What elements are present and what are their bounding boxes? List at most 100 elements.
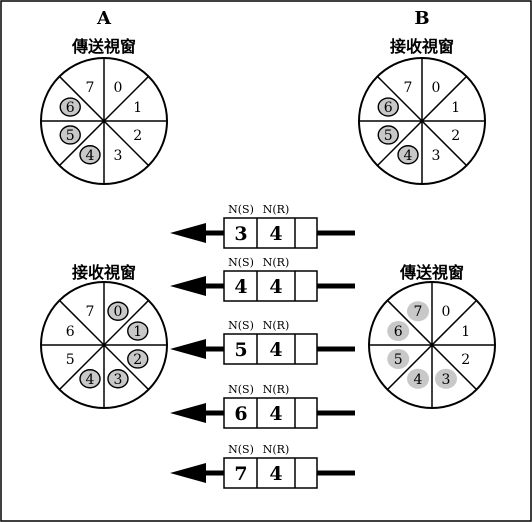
slot-number: 4: [86, 148, 95, 164]
slot-highlight: [79, 145, 101, 165]
slot-highlight: [107, 301, 129, 321]
window-b-recv: 接收視窗 01 23 45 67: [358, 37, 486, 185]
slot-number: 2: [451, 128, 460, 144]
slot-highlight: [387, 348, 410, 369]
slot-number: 2: [461, 352, 470, 368]
slot-highlight: [59, 125, 81, 145]
slot-highlight: [79, 369, 101, 389]
ns-label: N(S): [228, 203, 254, 216]
slot-number: 0: [114, 80, 123, 96]
window-title: 接收視窗: [390, 37, 454, 56]
arrow-left-icon: [170, 276, 206, 296]
arrow-left-icon: [170, 339, 206, 359]
ns-label: N(S): [228, 443, 254, 456]
slot-number: 3: [114, 148, 123, 164]
ns-value: 4: [234, 276, 247, 298]
nr-label: N(R): [263, 256, 290, 269]
frame-box: [223, 457, 318, 489]
arrow-left-icon: [170, 463, 206, 483]
wheel-divider: [386, 299, 478, 391]
slot-number: 1: [451, 100, 460, 116]
arrow-left-icon: [170, 223, 206, 243]
slot-number: 2: [133, 352, 142, 368]
arrow-left-icon: [170, 403, 206, 423]
slot-number: 1: [133, 324, 142, 340]
nr-label: N(R): [263, 319, 290, 332]
slot-highlight: [407, 301, 430, 322]
slot-highlight: [397, 145, 419, 165]
slot-number: 6: [66, 324, 75, 340]
ns-value: 3: [234, 223, 247, 245]
slot-number: 6: [66, 100, 75, 116]
wheel-divider: [376, 75, 468, 167]
station-a-label: A: [96, 8, 112, 29]
ns-value: 5: [234, 339, 247, 361]
slot-highlight: [407, 368, 430, 389]
wheel-divider: [58, 75, 150, 167]
nr-label: N(R): [263, 203, 290, 216]
slot-highlight: [434, 368, 457, 389]
nr-value: 4: [269, 276, 282, 298]
slot-number: 3: [114, 372, 123, 388]
slot-highlight: [387, 321, 410, 342]
slot-number: 5: [394, 352, 403, 368]
window-b-send: 傳送視窗 01 23 45 67: [368, 263, 496, 409]
nr-label: N(R): [263, 443, 290, 456]
slot-number: 3: [442, 372, 451, 388]
slot-number: 6: [394, 324, 403, 340]
slot-number: 5: [66, 128, 75, 144]
slot-highlight: [127, 321, 149, 341]
slot-number: 4: [414, 372, 423, 388]
slot-number: 4: [86, 372, 95, 388]
window-wheels: 傳送視窗01234567接收視窗01234567接收視窗01234567傳送視窗…: [40, 37, 496, 409]
window-a-send: 傳送視窗 01 23 45 67: [40, 37, 168, 185]
slot-highlight: [59, 97, 81, 117]
frame-box: [223, 270, 318, 302]
slot-highlight: [377, 125, 399, 145]
window-a-recv: 接收視窗 01 23 45 67: [40, 263, 168, 409]
slot-number: 0: [114, 304, 123, 320]
slot-number: 5: [66, 352, 75, 368]
window-title: 接收視窗: [72, 263, 136, 282]
slot-highlight: [127, 349, 149, 369]
slot-number: 4: [404, 148, 413, 164]
slot-highlight: [377, 97, 399, 117]
slot-number: 7: [404, 80, 413, 96]
nr-label: N(R): [263, 383, 290, 396]
slot-number: 7: [414, 304, 423, 320]
slot-number: 7: [86, 304, 95, 320]
slot-number: 1: [461, 324, 470, 340]
frame-box: [223, 333, 318, 365]
nr-value: 4: [269, 403, 282, 425]
ns-value: 7: [234, 463, 247, 485]
wheel-divider: [58, 299, 150, 391]
ns-label: N(S): [228, 319, 254, 332]
slot-number: 5: [384, 128, 393, 144]
slot-number: 6: [384, 100, 393, 116]
slot-number: 0: [432, 80, 441, 96]
ns-label: N(S): [228, 383, 254, 396]
nr-value: 4: [269, 223, 282, 245]
slot-number: 2: [133, 128, 142, 144]
station-b-label: B: [414, 8, 429, 29]
window-title: 傳送視窗: [71, 37, 136, 56]
slot-number: 3: [432, 148, 441, 164]
frame-box: [223, 217, 318, 249]
slot-number: 7: [86, 80, 95, 96]
ns-value: 6: [234, 403, 247, 425]
ns-label: N(S): [228, 256, 254, 269]
frame-box: [223, 397, 318, 429]
nr-value: 4: [269, 339, 282, 361]
nr-value: 4: [269, 463, 282, 485]
slot-number: 1: [133, 100, 142, 116]
window-title: 傳送視窗: [399, 263, 464, 282]
slot-number: 0: [442, 304, 451, 320]
